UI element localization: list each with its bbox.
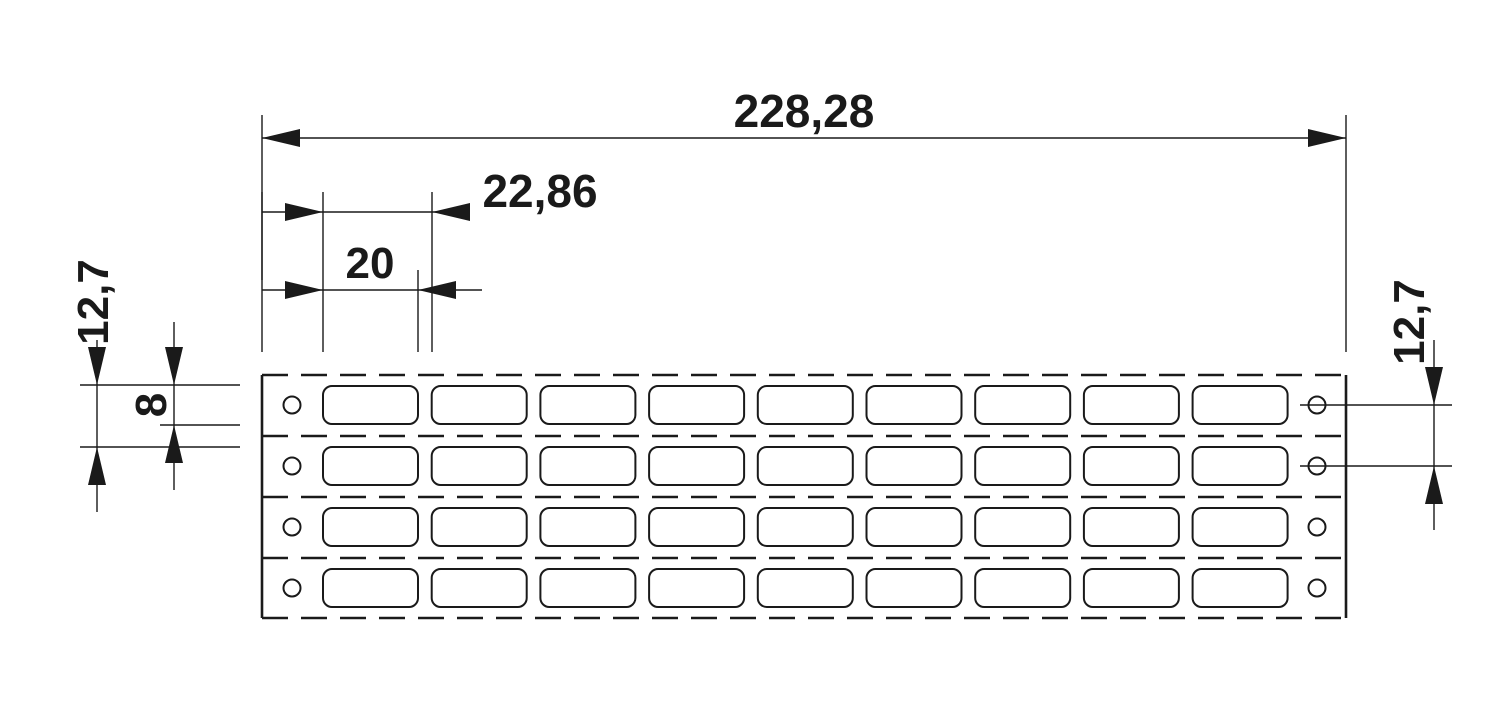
marker-cell	[648, 568, 746, 608]
dimension-row-pitch-left: 12,7	[69, 259, 240, 512]
marker-cell	[1082, 385, 1180, 425]
marker-cell	[1191, 507, 1289, 547]
mounting-hole	[282, 395, 302, 415]
mounting-hole	[1307, 517, 1327, 537]
marker-cell	[648, 507, 746, 547]
marker-cell	[1082, 568, 1180, 608]
mounting-hole	[282, 517, 302, 537]
dimension-row-pitch-right: 12,7	[1300, 279, 1452, 530]
marker-cell	[322, 446, 419, 486]
marker-cell	[430, 446, 528, 486]
marker-cell	[756, 507, 854, 547]
marker-height-label: 8	[127, 393, 176, 417]
marker-cell	[539, 507, 637, 547]
overall-length-label: 228,28	[734, 85, 875, 137]
marker-cell	[865, 385, 963, 425]
marker-cell	[865, 507, 963, 547]
row-pitch-right-label: 12,7	[1385, 279, 1434, 365]
dimension-marker-height: 8	[127, 322, 240, 490]
marker-cell	[756, 568, 854, 608]
marker-cell	[974, 568, 1072, 608]
dimension-marker-width: 20	[262, 239, 482, 352]
marker-cell	[322, 568, 419, 608]
mounting-hole	[1307, 578, 1327, 598]
mounting-hole	[282, 456, 302, 476]
marker-cell	[1191, 385, 1289, 425]
marker-cell	[1082, 507, 1180, 547]
marker-cell	[865, 568, 963, 608]
marker-cell	[322, 385, 419, 425]
marker-sheet	[260, 373, 1348, 620]
marker-cell	[430, 568, 528, 608]
marker-cell	[430, 507, 528, 547]
marker-cell	[756, 385, 854, 425]
marker-cell	[974, 507, 1072, 547]
marker-cell	[1191, 446, 1289, 486]
marker-cell	[1191, 568, 1289, 608]
row-pitch-left-label: 12,7	[69, 259, 118, 345]
marker-width-label: 20	[346, 239, 395, 288]
dimension-pitch: 22,86	[261, 165, 598, 352]
marker-cells	[322, 385, 1289, 608]
marker-cell	[539, 385, 637, 425]
marker-cell	[648, 385, 746, 425]
mounting-hole	[282, 578, 302, 598]
perforation-lines	[262, 373, 1346, 620]
marker-cell	[539, 568, 637, 608]
marker-cell	[1082, 446, 1180, 486]
mounting-hole	[1307, 395, 1327, 415]
mounting-holes	[282, 395, 1327, 598]
marker-cell	[865, 446, 963, 486]
marker-cell	[539, 446, 637, 486]
marker-cell	[974, 385, 1072, 425]
dimension-overall-length: 228,28	[261, 85, 1347, 352]
marker-cell	[756, 446, 854, 486]
pitch-label: 22,86	[482, 165, 597, 217]
marker-cell	[974, 446, 1072, 486]
mounting-hole	[1307, 456, 1327, 476]
marker-cell	[322, 507, 419, 547]
marker-cell	[648, 446, 746, 486]
marker-cell	[430, 385, 528, 425]
